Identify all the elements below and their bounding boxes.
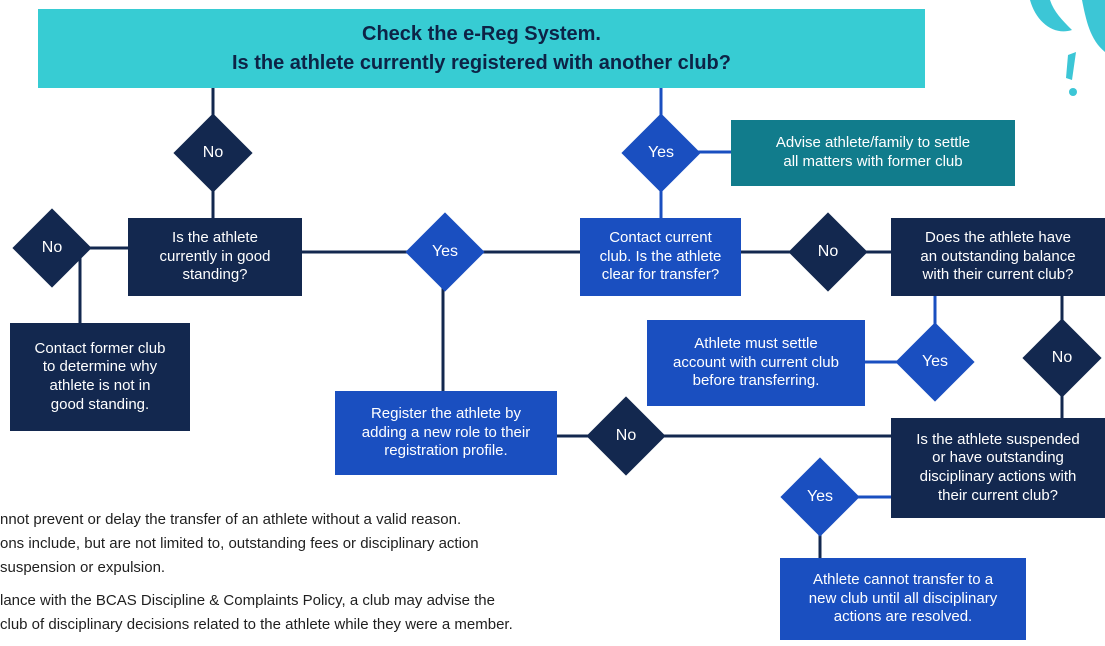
decorative-swoosh — [1030, 0, 1105, 96]
header-line-2: Is the athlete currently registered with… — [232, 51, 731, 74]
cannot-transfer-box: Athlete cannot transfer to a new club un… — [780, 558, 1026, 640]
policy-notes: nnot prevent or delay the transfer of an… — [0, 508, 720, 646]
decision-yes-top: Yes — [621, 113, 701, 193]
decision-yes-bottom: Yes — [780, 457, 860, 537]
header-line-1: Check the e-Reg System. — [362, 22, 601, 45]
policy-note-line-3: suspension or expulsion. — [0, 559, 166, 576]
settle-account-box: Athlete must settle account with current… — [647, 320, 865, 406]
contact-current-box: Contact current club. Is the athlete cle… — [580, 218, 741, 296]
contact-former-box: Contact former club to determine why ath… — [10, 323, 190, 431]
decision-yes-middle-label: Yes — [431, 243, 459, 260]
balance-box: Does the athlete have an outstanding bal… — [891, 218, 1105, 296]
policy-note-line-2: ons include, but are not limited to, out… — [0, 535, 479, 552]
decision-yes-middle: Yes — [405, 212, 485, 292]
decision-no-top: No — [173, 113, 253, 193]
decision-yes-top-label: Yes — [647, 144, 675, 161]
decision-no-right-label: No — [817, 243, 839, 260]
decision-yes-bottom-label: Yes — [806, 488, 834, 505]
decision-no-balance: No — [1022, 318, 1102, 398]
advise-box: Advise athlete/family to settle all matt… — [731, 120, 1015, 186]
decision-no-bottom-label: No — [615, 427, 637, 444]
decision-no-bottom: No — [586, 396, 666, 476]
suspended-box: Is the athlete suspended or have outstan… — [891, 418, 1105, 518]
policy-note-line-5: club of disciplinary decisions related t… — [0, 616, 513, 633]
decision-yes-balance-label: Yes — [921, 353, 949, 370]
good-standing-box: Is the athlete currently in good standin… — [128, 218, 302, 296]
register-box: Register the athlete by adding a new rol… — [335, 391, 557, 475]
policy-note-line-4: lance with the BCAS Discipline & Complai… — [0, 592, 495, 609]
policy-note-line-1: nnot prevent or delay the transfer of an… — [0, 511, 462, 528]
decision-no-right: No — [788, 212, 868, 292]
decision-no-left-label: No — [41, 239, 63, 256]
header-banner: Check the e-Reg System. Is the athlete c… — [38, 9, 925, 88]
decision-yes-balance: Yes — [895, 322, 975, 402]
decision-no-left: No — [12, 208, 92, 288]
decision-no-top-label: No — [202, 144, 224, 161]
decision-no-balance-label: No — [1051, 349, 1073, 366]
